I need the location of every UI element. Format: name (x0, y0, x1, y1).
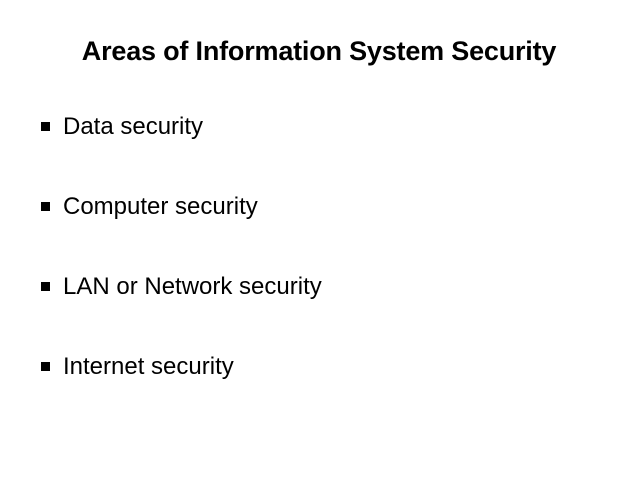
bullet-item: Computer security (41, 192, 638, 222)
square-bullet-icon (41, 281, 50, 291)
bullet-text: Data security (63, 113, 204, 140)
bullet-text: Internet security (63, 353, 234, 380)
square-bullet-icon (41, 361, 50, 371)
square-bullet-icon (41, 201, 50, 211)
square-bullet-icon (41, 121, 50, 131)
bullet-item: LAN or Network security (41, 272, 638, 302)
bullet-text: LAN or Network security (63, 273, 322, 300)
bullet-item: Internet security (41, 352, 638, 382)
bullet-item: Data security (41, 112, 638, 142)
bullet-list: Data security Computer security LAN or N… (0, 112, 638, 382)
bullet-text: Computer security (63, 193, 258, 220)
slide-title: Areas of Information System Security (81, 36, 557, 66)
